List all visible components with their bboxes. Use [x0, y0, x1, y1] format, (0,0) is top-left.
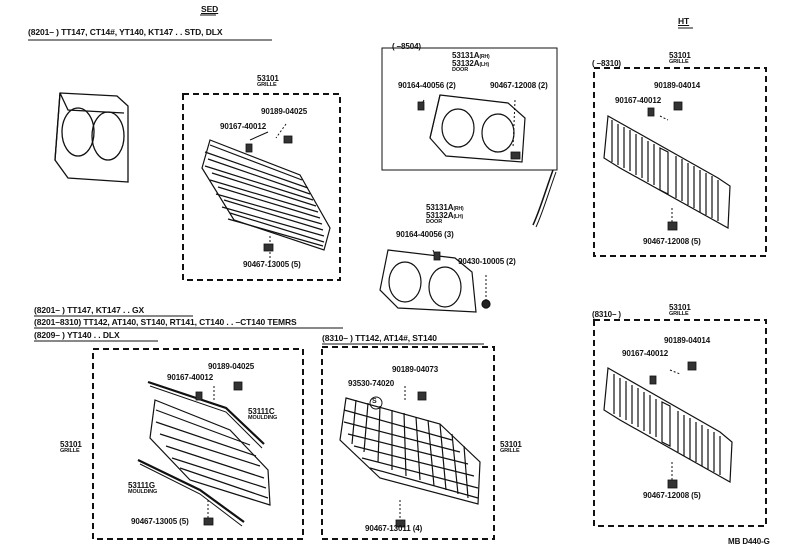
- part-53132a-mid: 53132A(LH)DOOR: [426, 211, 464, 226]
- clip-icon: [417, 391, 427, 401]
- applicability-app3: (8310– ) TT142, AT14#, ST140: [322, 333, 437, 343]
- sed-grille: [201, 139, 331, 251]
- door-frame-left: [54, 92, 129, 183]
- part-53132a-upper: 53132A(LH)DOOR: [452, 59, 490, 74]
- part-90189-04014-lower: 90189-04014: [664, 336, 711, 345]
- screw-icon: [245, 143, 253, 153]
- door-box-upper: [381, 47, 558, 171]
- part-93530-74020: 93530-74020: [348, 379, 395, 388]
- clip-icon: [667, 221, 678, 231]
- part-90167-40012-ht-upper: 90167-40012: [615, 96, 662, 105]
- door-frame-box: [429, 94, 526, 163]
- part-53131a-upper: 53131A(RH): [452, 51, 490, 60]
- moulding-g: [137, 459, 245, 523]
- clip-icon: [673, 101, 683, 111]
- applicability-yt140: (8209– ) YT140 . . DLX: [34, 330, 120, 340]
- part-90164-40056-3: 90164-40056 (3): [396, 230, 454, 239]
- screw-icon: [195, 391, 203, 401]
- screw-icon: [433, 251, 441, 261]
- door-box-date: ( –8504): [392, 42, 421, 51]
- part-90467-12008-5-lower: 90467-12008 (5): [643, 491, 701, 500]
- part-90467-12008-5-upper: 90467-12008 (5): [643, 237, 701, 246]
- part-90189-04025-gx: 90189-04025: [208, 362, 255, 371]
- applicability-gx: (8201– ) TT147, KT147 . . GX: [34, 305, 145, 315]
- part-90189-04073: 90189-04073: [392, 365, 439, 374]
- part-90467-13005: 90467-13005 (5): [243, 260, 301, 269]
- gx-box: [92, 348, 304, 540]
- clip-icon: [510, 151, 521, 160]
- ht-box-lower: [593, 319, 767, 527]
- clip-icon: [667, 479, 678, 489]
- app3-box: [321, 346, 495, 540]
- screw-icon: [649, 375, 657, 385]
- part-90430-10005: 90430-10005 (2): [458, 257, 516, 266]
- sed-header: SED: [201, 4, 219, 14]
- part-90167-40012-ht-lower: 90167-40012: [622, 349, 669, 358]
- clip-icon: [203, 517, 214, 526]
- part-90467-13005-gx: 90467-13005 (5): [131, 517, 189, 526]
- clip-icon: [687, 361, 697, 371]
- clip-icon: [263, 243, 274, 252]
- ht-box-upper: [593, 67, 767, 257]
- part-90167-40012-gx: 90167-40012: [167, 373, 214, 382]
- mesh-grille: [339, 397, 481, 505]
- part-90467-13011: 90467-13011 (4): [365, 524, 423, 533]
- ht-grille-upper: [603, 115, 731, 229]
- clip-icon: [395, 519, 406, 528]
- moulding-c: [147, 380, 265, 445]
- reference-code: MB D440-G: [728, 537, 770, 546]
- part-90164-40056-2: 90164-40056 (2): [398, 81, 456, 90]
- ht-grille-lower: [603, 367, 733, 483]
- part-90189-04014-upper: 90189-04014: [654, 81, 701, 90]
- ht-lower-date: (8310– ): [592, 310, 621, 319]
- ht-upper-date: ( –8310): [592, 59, 621, 68]
- screw-icon: [647, 107, 655, 117]
- door-frame-mid: [379, 249, 477, 313]
- gx-grille: [149, 399, 271, 506]
- applicability-temrs: (8201–8310) TT142, AT140, ST140, RT141, …: [34, 317, 297, 327]
- part-90189-04025: 90189-04025: [261, 107, 308, 116]
- part-90467-12008-2: 90467-12008 (2): [490, 81, 548, 90]
- applicability-std-dlx: (8201– ) TT147, CT14#, YT140, KT147 . . …: [28, 27, 223, 37]
- screw-icon: [417, 101, 425, 111]
- s-mark: S: [372, 398, 377, 405]
- clip-icon: [283, 135, 293, 144]
- part-90167-40012: 90167-40012: [220, 122, 267, 131]
- part-53131a-mid: 53131A(RH): [426, 203, 464, 212]
- ht-header: HT: [678, 16, 690, 26]
- clip-icon: [233, 381, 243, 391]
- sed-grille-box: [182, 93, 341, 281]
